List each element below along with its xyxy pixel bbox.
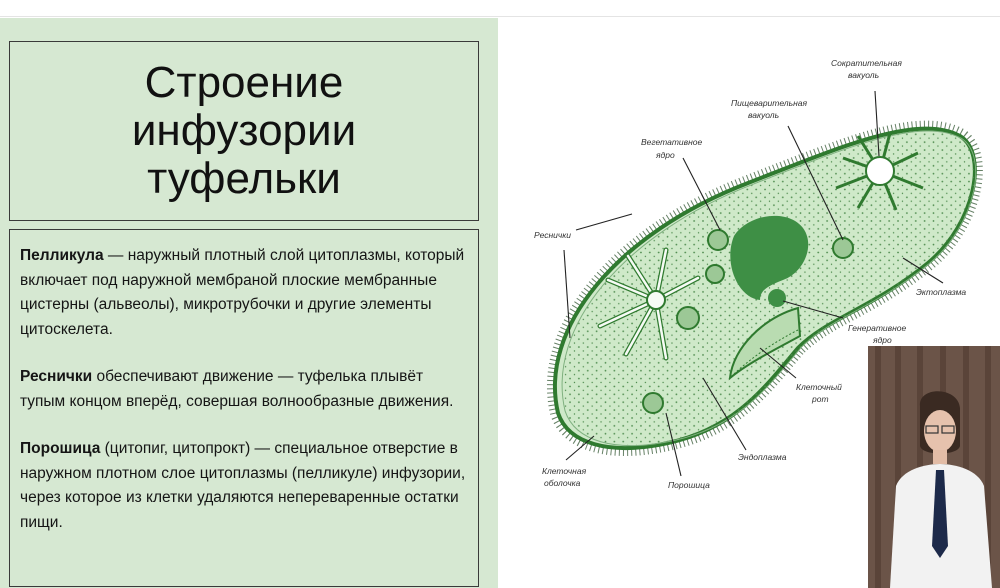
top-bar — [0, 0, 1000, 17]
digestive-vacuole — [642, 392, 664, 414]
description-box: Пелликула — наружный плотный слой цитопл… — [9, 229, 479, 587]
label-contractile-vacuole: вакуоль — [848, 70, 879, 80]
label-digestive-vacuole: вакуоль — [748, 110, 779, 120]
cell-mouth — [733, 329, 799, 375]
digestive-vacuole — [832, 237, 854, 259]
contractile-vacuole-front — [835, 132, 924, 211]
paragraph-cilia: Реснички обеспечивают движение — туфельк… — [20, 365, 466, 414]
label-endoplasm: Эндоплазма — [738, 452, 787, 462]
title-line: Строение — [144, 58, 344, 107]
contractile-vacuole-rear — [597, 247, 701, 361]
ectoplasm-layer — [561, 130, 977, 447]
label-vegetative-nucleus: ядро — [655, 150, 675, 160]
label-generative-nucleus: Генеративное — [848, 323, 906, 333]
presenter-webcam — [868, 346, 1000, 588]
title-line: туфельки — [147, 154, 341, 203]
definition: — наружный плотный слой цитоплазмы, кото… — [20, 247, 465, 338]
paramecium-diagram: Сократительная вакуоль Пищеварительная в… — [534, 58, 983, 490]
slide-title: Строение инфузории туфельки — [10, 59, 478, 203]
label-cell-membrane: Клеточная — [542, 466, 587, 476]
term: Реснички — [20, 368, 93, 385]
label-cell-mouth: рот — [811, 394, 829, 404]
label-anal-pore: Порошица — [668, 480, 710, 490]
definition: обеспечивают движение — туфелька плывёт … — [20, 368, 454, 410]
vegetative-nucleus — [730, 215, 809, 300]
definition: (цитопиг, цитопрокт) — специальное отвер… — [20, 440, 466, 531]
paragraph-pellicle: Пелликула — наружный плотный слой цитопл… — [20, 244, 466, 342]
title-line: инфузории — [131, 106, 357, 155]
label-cilia: Реснички — [534, 230, 571, 240]
term: Порошица — [20, 440, 101, 457]
label-contractile-vacuole: Сократительная — [831, 58, 902, 68]
generative-nucleus — [768, 289, 786, 307]
term: Пелликула — [20, 247, 104, 264]
oral-groove — [728, 306, 802, 381]
label-vegetative-nucleus: Вегетативное — [641, 137, 702, 147]
label-ectoplasm: Эктоплазма — [916, 287, 966, 297]
paragraph-anal-pore: Порошица (цитопиг, цитопрокт) — специаль… — [20, 437, 466, 535]
label-cell-membrane: оболочка — [544, 478, 581, 488]
label-cell-mouth: Клеточный — [796, 382, 842, 392]
label-digestive-vacuole: Пищеварительная — [731, 98, 807, 108]
slide-left-panel: Строение инфузории туфельки Пелликула — … — [0, 18, 498, 588]
pointer-lines — [563, 90, 944, 477]
label-generative-nucleus: ядро — [872, 335, 892, 345]
digestive-vacuole — [705, 264, 725, 284]
title-box: Строение инфузории туфельки — [9, 41, 479, 221]
digestive-vacuole — [707, 229, 729, 251]
digestive-vacuole — [676, 306, 700, 330]
